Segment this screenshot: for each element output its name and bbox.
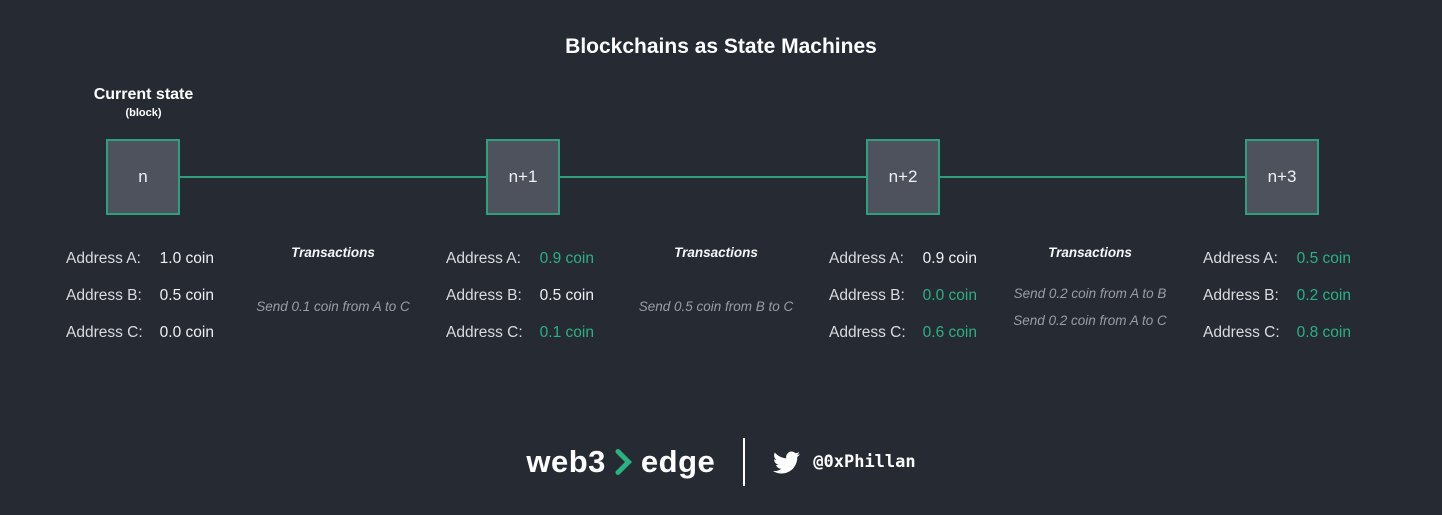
twitter-handle: @0xPhillan xyxy=(813,452,916,472)
brand-text-web3: web3 xyxy=(526,444,606,479)
state-column-n-plus-2: Address A: 0.9 coin Address B: 0.0 coin … xyxy=(829,249,977,342)
brand-text-edge: edge xyxy=(640,444,716,479)
blockchain-connector-line xyxy=(180,176,1246,178)
address-label: Address B: xyxy=(829,287,905,304)
transactions-group-3: Transactions Send 0.2 coin from A to B S… xyxy=(970,245,1210,353)
address-label: Address C: xyxy=(446,324,523,341)
state-column-n: Address A: 1.0 coin Address B: 0.5 coin … xyxy=(66,249,214,342)
block-n: n xyxy=(106,139,180,215)
transactions-heading: Transactions xyxy=(1048,245,1132,260)
address-label: Address A: xyxy=(66,250,141,267)
address-value: 0.6 coin xyxy=(922,324,977,341)
address-label: Address C: xyxy=(829,324,906,341)
address-label: Address B: xyxy=(1203,287,1279,304)
state-column-n-plus-1: Address A: 0.9 coin Address B: 0.5 coin … xyxy=(446,249,594,342)
address-value: 0.0 coin xyxy=(922,287,977,304)
address-value: 0.5 coin xyxy=(1296,250,1351,267)
address-value: 0.5 coin xyxy=(159,287,214,304)
block-label: n+1 xyxy=(508,167,538,186)
transactions-heading: Transactions xyxy=(674,245,758,260)
transactions-group-2: Transactions Send 0.5 coin from B to C xyxy=(596,245,836,353)
block-n-plus-2: n+2 xyxy=(866,139,940,215)
block-label: n+3 xyxy=(1267,167,1297,186)
block-label: n xyxy=(138,167,148,186)
transaction-line: Send 0.2 coin from A to B xyxy=(1013,285,1167,301)
twitter-attribution: @0xPhillan xyxy=(773,449,916,476)
address-label: Address A: xyxy=(1203,250,1278,267)
address-label: Address A: xyxy=(829,250,904,267)
current-state-title: Current state xyxy=(93,86,194,103)
address-value: 0.1 coin xyxy=(539,324,594,341)
block-label: n+2 xyxy=(888,167,918,186)
address-value: 0.9 coin xyxy=(539,250,594,267)
address-value: 0.0 coin xyxy=(159,324,214,341)
address-value: 0.8 coin xyxy=(1296,324,1351,341)
page-title: Blockchains as State Machines xyxy=(565,35,877,58)
address-value: 0.5 coin xyxy=(539,287,594,304)
chevron-right-icon xyxy=(615,449,632,475)
block-n-plus-3: n+3 xyxy=(1245,139,1319,215)
address-value: 1.0 coin xyxy=(159,250,214,267)
address-label: Address C: xyxy=(66,324,143,341)
address-label: Address B: xyxy=(66,287,142,304)
transactions-group-1: Transactions Send 0.1 coin from A to C xyxy=(213,245,453,353)
current-state-label: Current state (block) xyxy=(66,86,221,119)
state-column-n-plus-3: Address A: 0.5 coin Address B: 0.2 coin … xyxy=(1203,249,1351,342)
address-value: 0.2 coin xyxy=(1296,287,1351,304)
address-label: Address C: xyxy=(1203,324,1280,341)
transaction-line: Send 0.2 coin from A to C xyxy=(1013,312,1167,328)
address-label: Address B: xyxy=(446,287,522,304)
transaction-line: Send 0.5 coin from B to C xyxy=(638,299,794,314)
transactions-heading: Transactions xyxy=(291,245,375,260)
address-value: 0.9 coin xyxy=(922,250,977,267)
footer: web3 edge @0xPhillan xyxy=(0,438,1442,486)
web3edge-logo: web3 edge xyxy=(526,444,715,480)
current-state-subtitle: (block) xyxy=(125,107,162,119)
twitter-bird-icon xyxy=(773,449,801,476)
address-label: Address A: xyxy=(446,250,521,267)
block-n-plus-1: n+1 xyxy=(486,139,560,215)
transaction-line: Send 0.1 coin from A to C xyxy=(256,299,410,314)
footer-divider xyxy=(743,438,746,486)
